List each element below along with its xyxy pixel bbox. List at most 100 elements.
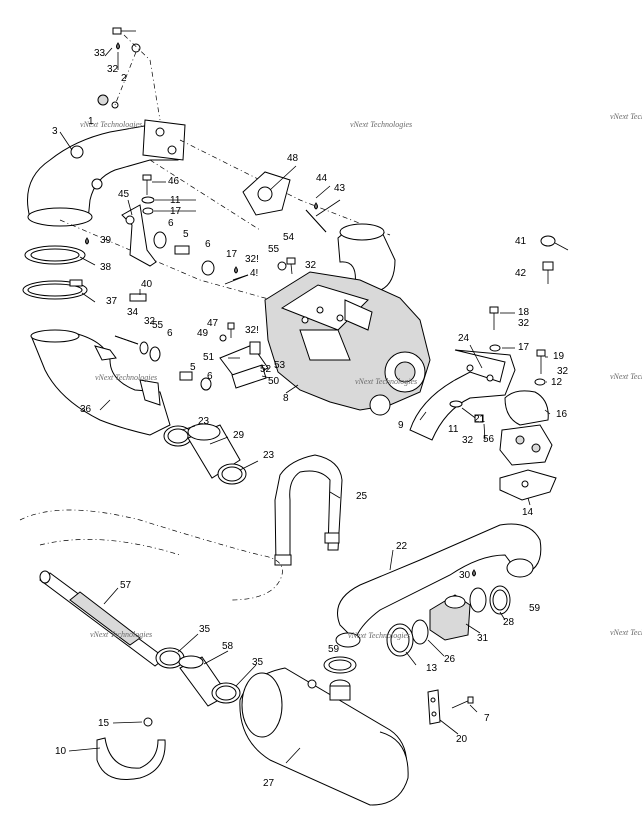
- callout-6: 6: [207, 371, 213, 382]
- part-45-bracket: [121, 204, 157, 267]
- part-35-clamp: [155, 647, 185, 669]
- callout-32: 32: [107, 64, 119, 75]
- part-21-bolt: [449, 400, 484, 423]
- callout-15: 15: [98, 718, 110, 729]
- callout-23: 23: [198, 416, 210, 427]
- callout-24: 24: [458, 333, 470, 344]
- part-46-bolt: [142, 174, 152, 195]
- callout-22: 22: [396, 541, 408, 552]
- part-6-spacer-b: [201, 260, 215, 276]
- callout-42: 42: [515, 268, 527, 279]
- part-13-clamp: [386, 623, 414, 657]
- callout-59: 59: [529, 603, 541, 614]
- callout-4: 4!: [250, 268, 259, 279]
- callout-53: 53: [274, 360, 286, 371]
- callout-34: 34: [127, 307, 139, 318]
- part-17-washer-c: [489, 344, 501, 352]
- watermark: vNext Technologies: [80, 120, 143, 129]
- callout-17: 17: [518, 342, 530, 353]
- part-1-nut: [97, 94, 119, 109]
- callout-17: 17: [226, 249, 238, 260]
- assembly-line: [19, 509, 283, 601]
- callout-25: 25: [356, 491, 368, 502]
- part-41-hose-clip: [540, 235, 569, 251]
- part-49-washer: [219, 334, 227, 342]
- callout-43: 43: [334, 183, 346, 194]
- leader-lines: [59, 47, 551, 764]
- part-14-plate: [499, 469, 557, 501]
- callout-29: 29: [233, 430, 245, 441]
- part-4-bolt: [224, 274, 249, 285]
- callout-48: 48: [287, 153, 299, 164]
- callout-31: 31: [477, 633, 489, 644]
- callout-32: 32: [144, 316, 156, 327]
- part-40-pin: [129, 293, 147, 302]
- assembly-line: [114, 34, 161, 121]
- callout-44: 44: [316, 173, 328, 184]
- part-7-screw: [451, 696, 474, 709]
- callout-7: 7: [484, 713, 490, 724]
- callout-45: 45: [118, 189, 130, 200]
- callout-32: 32: [557, 366, 569, 377]
- part-23-clamp-b: [217, 463, 247, 485]
- part-33-bolt: [112, 27, 136, 35]
- part-39-loctite-drop: [85, 237, 89, 245]
- watermark: vNext Technologies: [95, 373, 158, 382]
- callout-32: 32: [518, 318, 530, 329]
- part-32-loctite-drop-b: [234, 266, 238, 274]
- part-28-ring: [469, 587, 487, 613]
- callout-33: 33: [94, 48, 106, 59]
- part-26-ring: [411, 619, 429, 645]
- callout-16: 16: [556, 409, 568, 420]
- callout-28: 28: [503, 617, 515, 628]
- part-37-clamp: [22, 279, 88, 300]
- part-16-rubber-mount: [504, 390, 549, 426]
- part-24-bracket: [409, 349, 516, 441]
- part-59-clamp-b: [323, 656, 357, 674]
- part-31-fitting: [429, 594, 471, 641]
- callout-57: 57: [120, 580, 132, 591]
- part-43-stud: [305, 209, 327, 233]
- part-36-exhaust-pipe: [30, 329, 171, 436]
- callout-39: 39: [100, 235, 112, 246]
- part-23-clamp: [163, 425, 193, 447]
- callout-56: 56: [483, 434, 495, 445]
- callout-8: 8: [283, 393, 289, 404]
- watermark: vNext Technologies: [348, 631, 411, 640]
- callout-58: 58: [222, 641, 234, 652]
- watermark: vNext Technologies: [355, 377, 418, 386]
- part-25-strap: [274, 454, 343, 566]
- callout-6: 6: [205, 239, 211, 250]
- callout-37: 37: [106, 296, 118, 307]
- callout-32: 32: [462, 435, 474, 446]
- callout-1: 1: [88, 116, 94, 127]
- part-57-tailpipe: [39, 570, 166, 667]
- callout-38: 38: [100, 262, 112, 273]
- callout-6: 6: [168, 218, 174, 229]
- callout-41: 41: [515, 236, 527, 247]
- callout-21: 21: [474, 414, 486, 425]
- part-6-spacer-c: [149, 346, 161, 362]
- callout-12: 12: [551, 377, 563, 388]
- part-11-washer: [141, 196, 155, 204]
- callout-35: 35: [199, 624, 211, 635]
- callout-32: 32!: [245, 325, 259, 336]
- part-2-washer: [131, 43, 141, 53]
- callout-50: 50: [268, 376, 280, 387]
- callout-5: 5: [190, 362, 196, 373]
- part-55-washer: [277, 261, 287, 271]
- callout-52: 52: [260, 364, 272, 375]
- part-47-bolt: [227, 322, 235, 338]
- callout-54: 54: [283, 232, 295, 243]
- part-55-washer-b: [139, 341, 149, 355]
- part-6-spacer: [153, 231, 167, 249]
- callout-23: 23: [263, 450, 275, 461]
- part-35-clamp-b: [211, 682, 241, 704]
- callout-27: 27: [263, 778, 275, 789]
- watermark: vNext Technologies: [90, 630, 153, 639]
- part-32-loctite-drop: [116, 42, 120, 50]
- callout-17: 17: [170, 206, 182, 217]
- callout-20: 20: [456, 734, 468, 745]
- part-27-muffler: [239, 667, 409, 806]
- exhaust-manifold-elbow: [337, 223, 396, 293]
